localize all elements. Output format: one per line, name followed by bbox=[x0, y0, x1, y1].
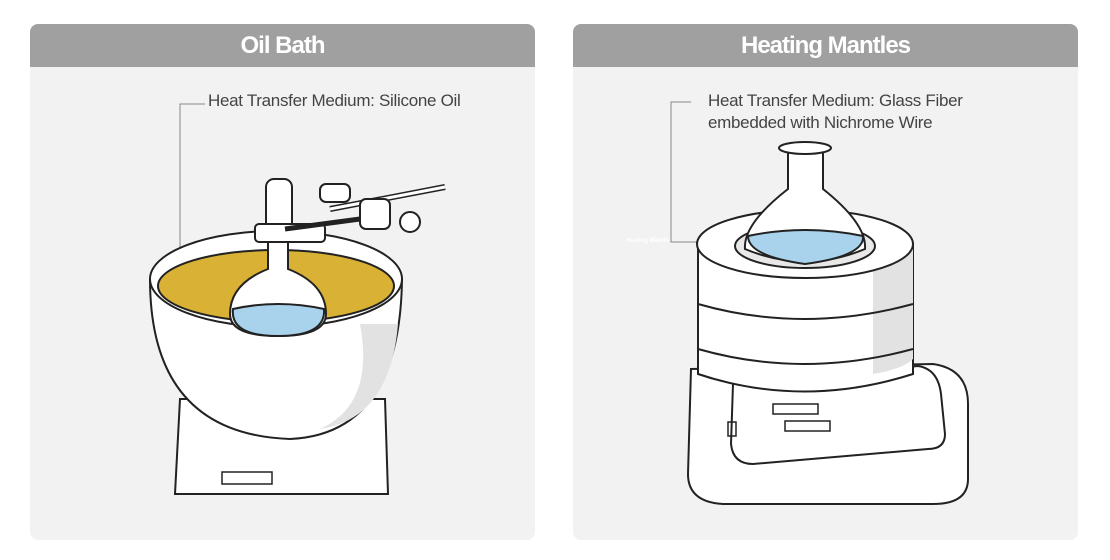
heating-mantle-illustration bbox=[670, 101, 969, 505]
oil-bath-illustration bbox=[148, 103, 446, 495]
panel-title: Oil Bath bbox=[30, 24, 535, 67]
heat-transfer-label: Heat Transfer Medium: Silicone Oil bbox=[208, 91, 461, 110]
callout-tag: Heating Mantle bbox=[626, 238, 669, 244]
label-line-1: Heat Transfer Medium: Glass Fiber bbox=[708, 91, 963, 110]
oil-bath-panel: Oil Bath Heat Transfer Medium: Silicone … bbox=[30, 24, 535, 540]
panel-title: Heating Mantles bbox=[573, 24, 1078, 67]
label-line-2: embedded with Nichrome Wire bbox=[708, 113, 933, 132]
heat-transfer-label: Heat Transfer Medium: Glass Fiber embedd… bbox=[708, 90, 963, 134]
heating-mantle-panel: Heating Mantles Heat Transfer Medium: Gl… bbox=[573, 24, 1078, 540]
